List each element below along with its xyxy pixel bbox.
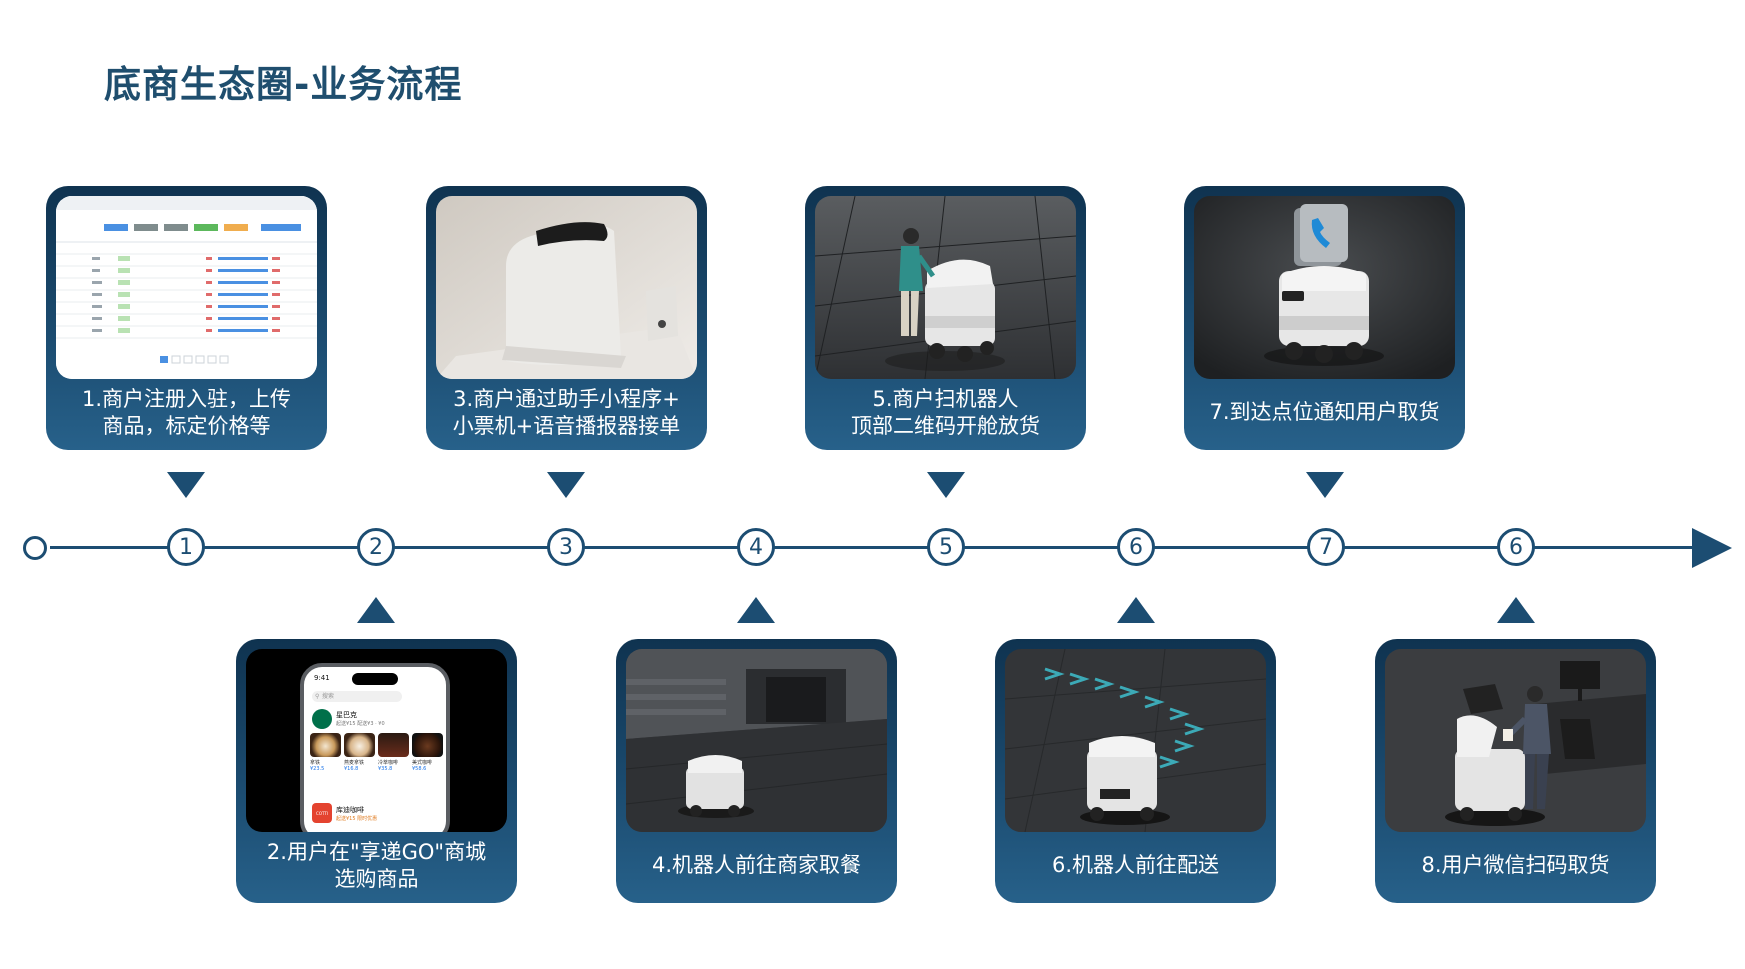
step-caption: 8.用户微信扫码取货 [1381,834,1650,897]
step-caption: 5.商户扫机器人 顶部二维码开舱放货 [811,381,1080,444]
product-name: 拿铁 [310,760,321,766]
product-item[interactable]: 冷萃咖啡 ¥35.8 [378,733,409,772]
step-6-text: 6.机器人前往配送 [1051,853,1220,877]
step-card-2: 9:41 ⚲ 搜索 星巴克 起送¥15 配送¥3 · ¥0 拿铁 ¥23.5 燕… [236,639,517,903]
phone-search-bar[interactable]: ⚲ 搜索 [312,691,402,702]
pointer-down-7 [1306,472,1344,498]
coffee-cup-icon [344,733,375,757]
product-item[interactable]: 燕麦拿铁 ¥16.8 [344,733,375,772]
step-card-6: 6.机器人前往配送 [995,639,1276,903]
robot-delivering-photo [1005,649,1266,832]
timeline-line [50,546,1694,549]
step-card-8: 8.用户微信扫码取货 [1375,639,1656,903]
step-2-text: 2.用户在"享递GO"商城 选购商品 [266,839,487,891]
store1-sub: 起送¥15 配送¥3 · ¥0 [336,721,385,727]
mall-app-phone-photo: 9:41 ⚲ 搜索 星巴克 起送¥15 配送¥3 · ¥0 拿铁 ¥23.5 燕… [246,649,507,832]
step-3-text: 3.商户通过助手小程序+ 小票机+语音播报器接单 [452,386,681,438]
step-1-text: 1.商户注册入驻，上传 商品，标定价格等 [81,386,292,438]
timeline-marker-2: 2 [357,528,395,566]
step-caption: 6.机器人前往配送 [1001,834,1270,897]
coffee-cup-icon [412,733,443,757]
step-card-7: 7.到达点位通知用户取货 [1184,186,1465,450]
product-item[interactable]: 美式咖啡 ¥58.6 [412,733,443,772]
product-name: 冷萃咖啡 [378,760,399,766]
starbucks-logo-icon [312,709,332,729]
timeline-marker-4: 4 [737,528,775,566]
store2-name: 库迪咖啡 [336,806,364,814]
timeline-arrow-icon [1692,528,1732,568]
store1-name: 星巴克 [336,711,357,719]
cotti-logo-icon: COTTI [312,803,332,823]
robot-to-merchant-photo [626,649,887,832]
merchant-loading-robot-photo [815,196,1076,379]
pointer-up-8 [1497,597,1535,623]
step-caption: 4.机器人前往商家取餐 [622,834,891,897]
robot-arrival-notify-photo [1194,196,1455,379]
step-card-3: 3.商户通过助手小程序+ 小票机+语音播报器接单 [426,186,707,450]
product-price: ¥35.8 [378,766,393,772]
product-name: 燕麦拿铁 [344,760,365,766]
step-card-5: 5.商户扫机器人 顶部二维码开舱放货 [805,186,1086,450]
pointer-up-4 [737,597,775,623]
coffee-cup-icon [378,733,409,757]
step-card-4: 4.机器人前往商家取餐 [616,639,897,903]
timeline-marker-8: 6 [1497,528,1535,566]
timeline-marker-5: 5 [927,528,965,566]
pointer-up-2 [357,597,395,623]
page-title: 底商生态圈-业务流程 [104,63,463,106]
step-caption: 2.用户在"享递GO"商城 选购商品 [242,834,511,897]
step-4-text: 4.机器人前往商家取餐 [651,853,862,877]
step-7-text: 7.到达点位通知用户取货 [1209,400,1440,424]
phone-search-text: 搜索 [322,693,335,700]
product-list: 拿铁 ¥23.5 燕麦拿铁 ¥16.8 冷萃咖啡 ¥35.8 美式咖啡 ¥58.… [310,733,444,772]
pointer-down-1 [167,472,205,498]
product-item[interactable]: 拿铁 ¥23.5 [310,733,341,772]
search-icon: ⚲ [315,693,320,700]
store2-sub: 起送¥15 限时优惠 [336,816,378,822]
timeline-marker-1: 1 [167,528,205,566]
step-card-1: 1.商户注册入驻，上传 商品，标定价格等 [46,186,327,450]
timeline-marker-7: 7 [1307,528,1345,566]
product-price: ¥23.5 [310,766,325,772]
pointer-up-6 [1117,597,1155,623]
phone-time: 9:41 [314,674,330,682]
product-price: ¥58.6 [412,766,427,772]
coffee-cup-icon [310,733,341,757]
cotti-logo-text: COTTI [316,810,328,816]
step-caption: 1.商户注册入驻，上传 商品，标定价格等 [52,381,321,444]
product-name: 美式咖啡 [412,760,433,766]
timeline-marker-3: 3 [547,528,585,566]
step-caption: 7.到达点位通知用户取货 [1190,381,1459,444]
pointer-down-5 [927,472,965,498]
receipt-printer-photo [436,196,697,379]
step-8-text: 8.用户微信扫码取货 [1421,853,1610,877]
timeline-marker-6: 6 [1117,528,1155,566]
phone-frame: 9:41 ⚲ 搜索 星巴克 起送¥15 配送¥3 · ¥0 拿铁 ¥23.5 燕… [300,663,450,832]
timeline-start-dot [23,536,47,560]
step-5-text: 5.商户扫机器人 顶部二维码开舱放货 [851,386,1040,438]
step-caption: 3.商户通过助手小程序+ 小票机+语音播报器接单 [432,381,701,444]
merchant-admin-screenshot [56,196,317,379]
phone-notch [352,673,398,685]
user-pickup-photo [1385,649,1646,832]
product-price: ¥16.8 [344,766,359,772]
pointer-down-3 [547,472,585,498]
